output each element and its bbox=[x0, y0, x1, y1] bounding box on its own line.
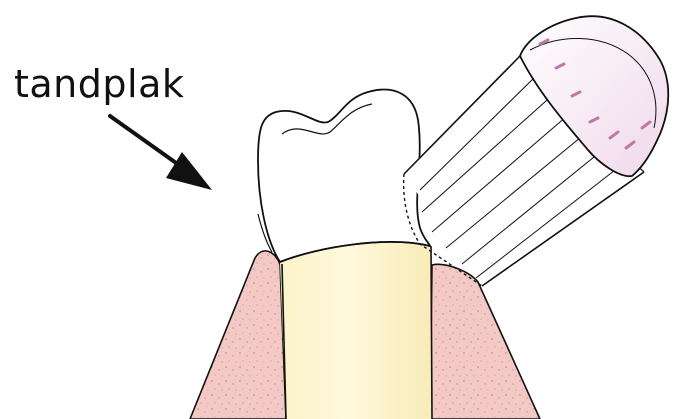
tooth-icon bbox=[258, 90, 432, 419]
arrow-icon bbox=[110, 116, 212, 190]
toothbrush-icon bbox=[404, 16, 669, 286]
